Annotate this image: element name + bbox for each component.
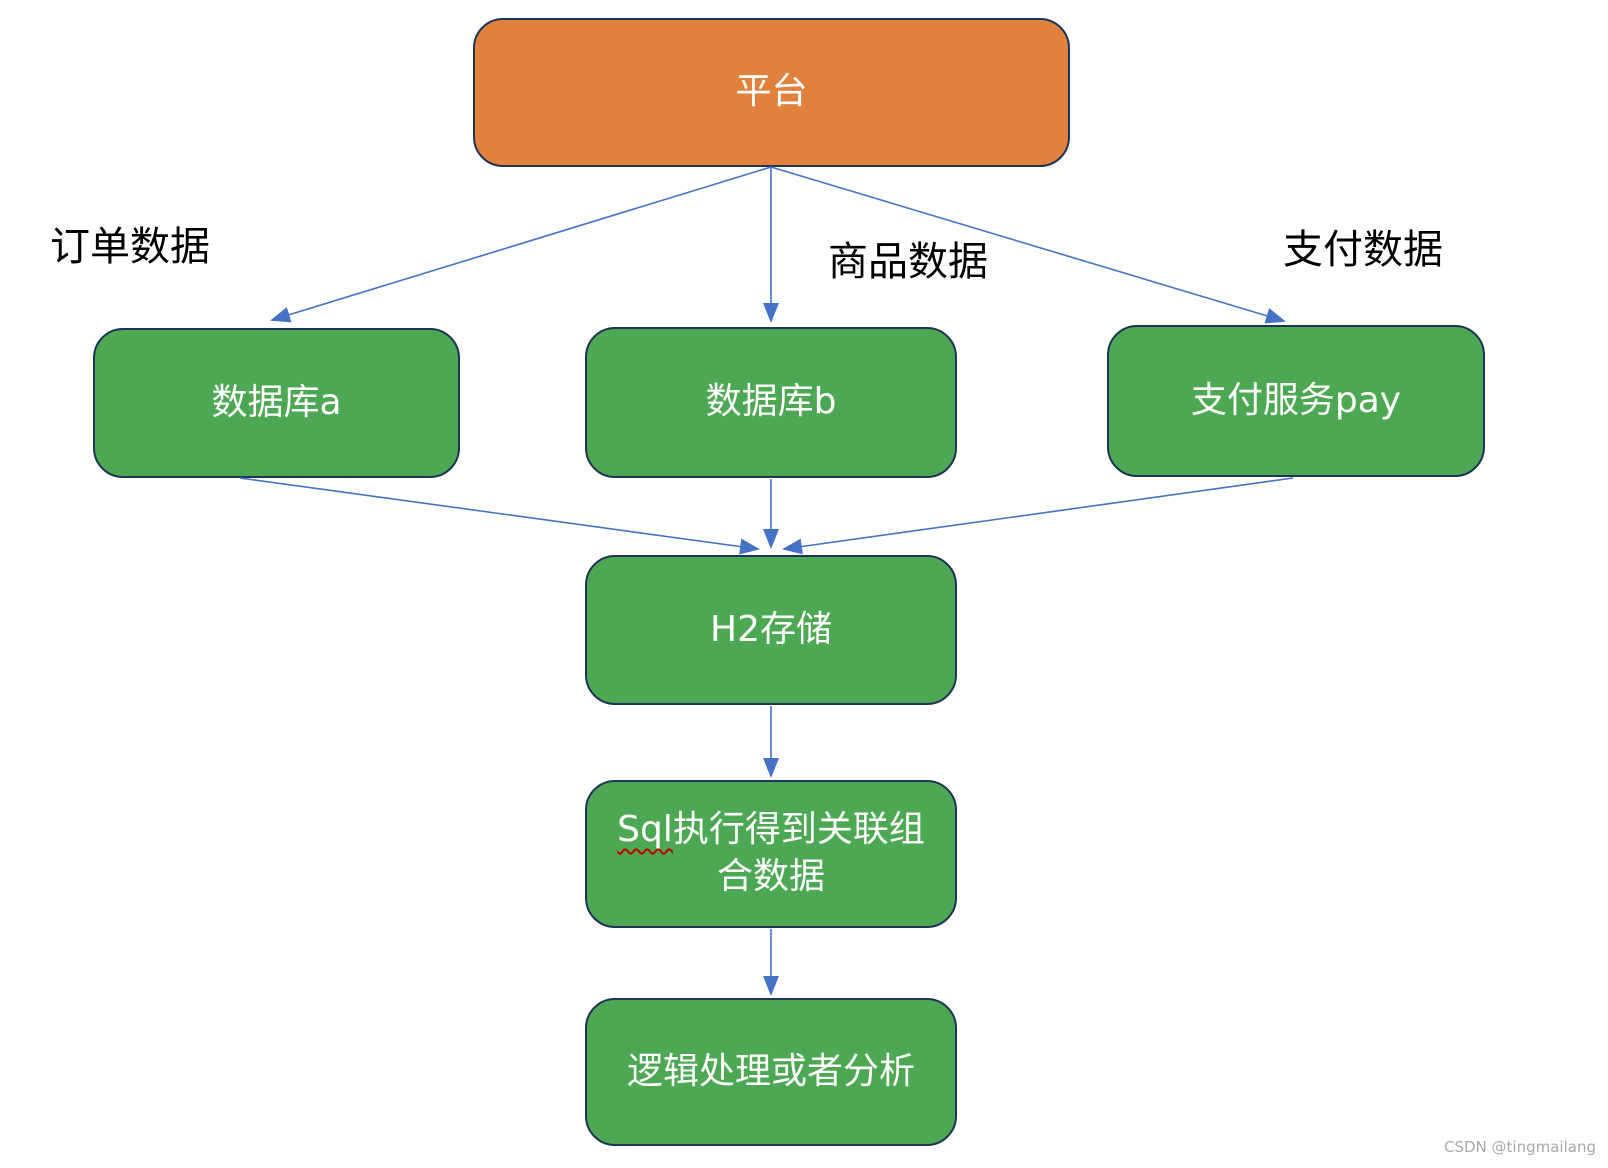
node-database-b-label: 数据库b (705, 381, 837, 423)
edge-label-product-data: 商品数据 (828, 239, 988, 285)
node-database-a-label: 数据库a (211, 381, 342, 423)
node-sql-execution: Sql执行得到关联组合数据 (585, 780, 957, 928)
node-sql-execution-label: Sql执行得到关联组合数据 (605, 807, 937, 901)
edge-platform-to-db-a (270, 166, 772, 323)
node-logic-processing-label: 逻辑处理或者分析 (626, 1050, 915, 1092)
node-database-b: 数据库b (585, 327, 957, 478)
node-pay-service: 支付服务pay (1107, 325, 1485, 477)
edge-pay-to-h2 (782, 477, 1294, 555)
node-h2-storage-label: H2存储 (710, 608, 832, 650)
edge-label-order-data: 订单数据 (50, 224, 210, 270)
node-platform-label: 平台 (735, 71, 808, 113)
edge-label-payment-data: 支付数据 (1283, 227, 1443, 273)
node-sql-execution-label-rest: 执行得到关联组合数据 (672, 809, 925, 897)
edge-db-a-to-h2 (239, 477, 760, 555)
node-platform: 平台 (473, 18, 1070, 167)
csdn-watermark: CSDN @tingmailang (1444, 1138, 1596, 1156)
node-logic-processing: 逻辑处理或者分析 (585, 998, 957, 1146)
node-h2-storage: H2存储 (585, 555, 957, 705)
node-database-a: 数据库a (93, 328, 460, 478)
spellcheck-underlined-word: Sql (617, 809, 673, 851)
node-pay-service-label: 支付服务pay (1190, 379, 1402, 421)
